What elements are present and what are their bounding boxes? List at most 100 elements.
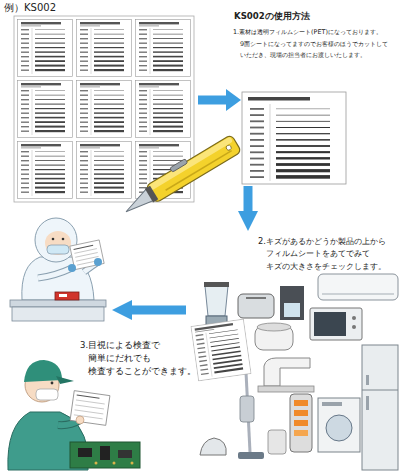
- cut-sheet: [276, 133, 330, 134]
- appliances: [352, 316, 356, 320]
- appliances: [294, 410, 308, 416]
- cut-sheet: [276, 114, 330, 116]
- cut-sheet: [250, 114, 264, 116]
- inspector-worker: [95, 462, 98, 465]
- cut-sheet: [276, 151, 330, 153]
- appliances: [205, 286, 228, 316]
- nine-panel-sheet: [18, 20, 73, 77]
- appliances: [294, 400, 308, 406]
- cut-sheet: [276, 175, 330, 179]
- cleanroom-worker: [47, 245, 69, 254]
- cut-sheet: [250, 151, 264, 153]
- appliances: [326, 415, 352, 441]
- cut-sheet: [276, 163, 330, 166]
- cut-sheet: [250, 158, 264, 160]
- cutter-knife: [225, 144, 232, 151]
- cut-sheet: [250, 133, 264, 135]
- cut-sheet: [276, 139, 330, 141]
- inspector-worker: [70, 391, 110, 426]
- cut-sheet: [248, 97, 310, 101]
- appliances: [238, 294, 274, 318]
- cut-sheet: [276, 169, 330, 172]
- cut-sheet: [250, 176, 264, 178]
- inspector-worker: [100, 446, 110, 460]
- nine-panel-sheet: [136, 81, 191, 138]
- nine-panel-sheet: [77, 81, 132, 138]
- appliances: [318, 398, 360, 452]
- cleanroom-worker: [35, 218, 77, 262]
- cleanroom-worker: [70, 240, 104, 270]
- cut-sheet: [250, 120, 264, 122]
- cut-sheet: [250, 145, 264, 147]
- appliances: [310, 308, 362, 340]
- cleanroom-worker: [10, 218, 106, 321]
- cleanroom-worker: [10, 300, 106, 307]
- cut-sheet: [276, 108, 330, 109]
- nine-panel-sheet: [136, 20, 191, 77]
- inspector-worker: [75, 405, 104, 409]
- appliances: [294, 420, 308, 426]
- cleanroom-worker: [45, 231, 71, 255]
- cleanroom-worker: [38, 268, 72, 278]
- step-region: 2.キズがあるかどうか製品の上から フィルムシートをあてでみて キズの大きさをチ…: [186, 231, 399, 471]
- step-text: 1.素材は透明フィルムシート(PET)になっております。 9面シートになってます…: [233, 27, 399, 62]
- appliances: [362, 390, 398, 391]
- cleanroom-worker: [75, 253, 97, 258]
- cut-sheet: [270, 104, 271, 181]
- appliances: [268, 430, 286, 454]
- appliances: [366, 375, 369, 385]
- cut-sheet: [276, 157, 330, 159]
- cleanroom-worker: [62, 238, 65, 241]
- inspector-worker: [76, 416, 84, 424]
- appliances: [290, 394, 312, 452]
- held-sheet: [191, 319, 251, 381]
- step-arrow: [198, 89, 241, 111]
- inspector-worker: [36, 389, 58, 400]
- cut-sheet: [242, 92, 346, 184]
- appliances: [246, 297, 266, 299]
- step-arrow: [226, 89, 241, 111]
- cleanroom-worker: [74, 249, 96, 254]
- inspector-worker: [70, 442, 140, 468]
- step-text: 2.キズがあるかどうか製品の上から フィルムシートをあてでみて キズの大きさをチ…: [258, 235, 399, 272]
- appliances: [362, 345, 398, 470]
- appliances: [258, 386, 314, 392]
- cut-sheet: [250, 139, 264, 141]
- appliances: [204, 282, 229, 287]
- cutter-knife: [146, 134, 242, 203]
- cleanroom-worker: [38, 268, 72, 278]
- nine-panel-sheet: [77, 20, 132, 77]
- cut-sheet: [276, 127, 330, 128]
- cutter-knife: [148, 136, 233, 191]
- inspector-worker: [70, 391, 110, 426]
- nine-panel-sheet: [18, 142, 73, 199]
- inspector-worker: [76, 400, 105, 404]
- flow-arrow: [126, 306, 186, 315]
- appliances: [322, 294, 394, 295]
- cleanroom-worker: [94, 258, 102, 266]
- step-arrow: [198, 96, 227, 105]
- diagram-title: KS002の使用方法: [234, 11, 398, 22]
- appliances: [284, 303, 300, 317]
- cutter-knife: [166, 151, 232, 191]
- inspector-worker: [24, 360, 62, 382]
- cleanroom-worker: [55, 292, 79, 300]
- appliances: [240, 396, 254, 422]
- cleanroom-worker: [74, 245, 94, 249]
- cleanroom-worker: [52, 238, 55, 241]
- inspector-worker: [75, 410, 104, 414]
- appliances: [200, 438, 226, 455]
- inspector-worker: [78, 448, 92, 457]
- appliances: [366, 396, 369, 410]
- cut-sheet: [250, 164, 264, 166]
- inspector-worker: [113, 462, 116, 465]
- appliances: [264, 358, 310, 386]
- inspector-worker: [131, 462, 134, 465]
- cutter-knife: [118, 132, 241, 219]
- cut-sheet: [242, 92, 346, 184]
- step-region: 1.素材は透明フィルムシート(PET)になっております。 9面シートになってます…: [232, 27, 399, 186]
- appliances: [257, 323, 291, 331]
- cut-sheet: [276, 120, 330, 122]
- inspector-worker: [56, 376, 74, 384]
